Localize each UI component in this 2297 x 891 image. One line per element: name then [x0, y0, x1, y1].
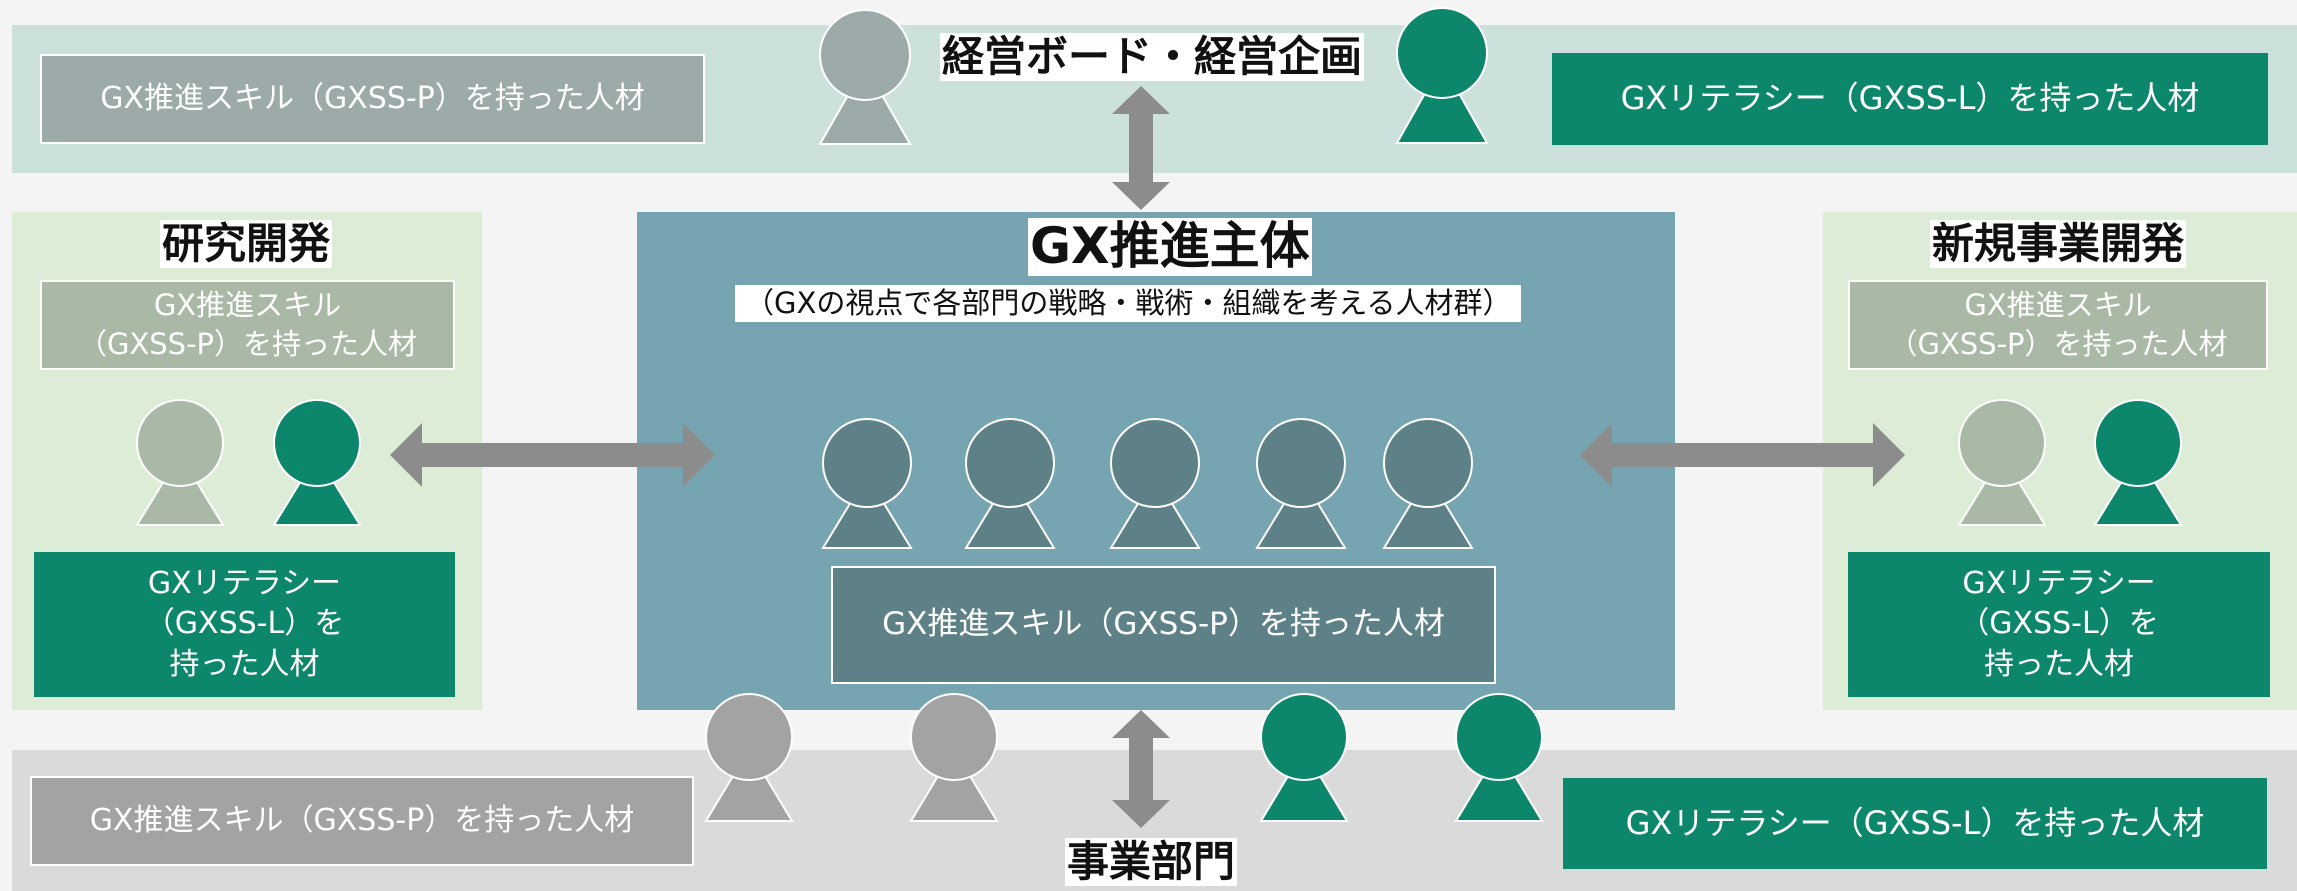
person-teal-icon	[2093, 399, 2183, 526]
center-panel-title: GX推進主体	[1028, 217, 1312, 276]
top-band-title: 経営ボード・経営企画	[940, 32, 1365, 82]
person-slate-icon	[1382, 418, 1474, 549]
person-gray-icon	[704, 693, 794, 822]
horizontal-double-arrow-icon	[390, 423, 715, 487]
person-teal-icon	[272, 399, 362, 526]
right-gxss-l-box: GXリテラシー （GXSS-L）を 持った人材	[1848, 552, 2270, 697]
center-panel-subtitle: （GXの視点で各部門の戦略・戦術・組織を考える人材群）	[735, 285, 1522, 323]
person-slate-icon	[821, 418, 913, 549]
top-gxss-p-box: GX推進スキル（GXSS-P）を持った人材	[40, 54, 705, 144]
left-gxss-p-box: GX推進スキル （GXSS-P）を持った人材	[40, 280, 455, 370]
horizontal-double-arrow-icon	[1580, 423, 1905, 487]
top-gxss-l-box: GXリテラシー（GXSS-L）を持った人材	[1552, 53, 2268, 145]
vertical-double-arrow-icon	[1112, 86, 1170, 210]
vertical-double-arrow-icon	[1112, 710, 1170, 828]
center-gxss-p-box: GX推進スキル（GXSS-P）を持った人材	[831, 566, 1496, 684]
right-gxss-p-box: GX推進スキル （GXSS-P）を持った人材	[1848, 280, 2268, 370]
person-sage-icon	[1957, 399, 2047, 526]
person-teal-icon	[1395, 7, 1489, 144]
person-gray-icon	[818, 9, 912, 145]
person-slate-icon	[964, 418, 1056, 549]
bottom-gxss-p-box: GX推進スキル（GXSS-P）を持った人材	[30, 776, 694, 866]
person-sage-icon	[135, 399, 225, 526]
person-slate-icon	[1255, 418, 1347, 549]
person-teal-icon	[1454, 693, 1544, 822]
bottom-band-title: 事業部門	[1065, 837, 1238, 887]
person-gray-icon	[909, 693, 999, 822]
person-teal-icon	[1259, 693, 1349, 822]
left-gxss-l-box: GXリテラシー （GXSS-L）を 持った人材	[34, 552, 455, 697]
right-panel-title: 新規事業開発	[1930, 219, 2187, 269]
left-panel-title: 研究開発	[160, 219, 333, 269]
bottom-gxss-l-box: GXリテラシー（GXSS-L）を持った人材	[1563, 778, 2267, 869]
person-slate-icon	[1109, 418, 1201, 549]
